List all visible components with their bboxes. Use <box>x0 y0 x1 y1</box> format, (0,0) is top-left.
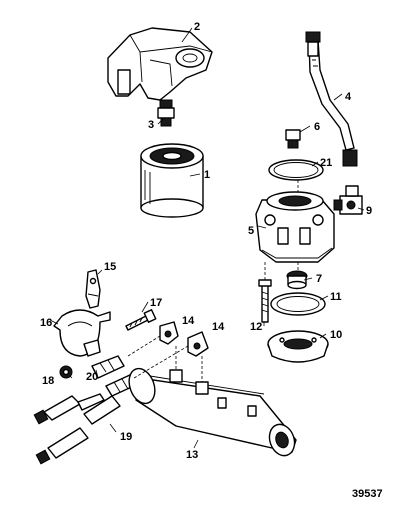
callout-12: 12 <box>250 321 262 333</box>
part-18-nut <box>59 365 73 379</box>
callout-17: 17 <box>150 297 162 309</box>
callout-2: 2 <box>194 21 200 33</box>
callout-1: 1 <box>204 169 210 181</box>
part-21-o-ring <box>268 159 324 181</box>
part-10-mounting-plate <box>267 330 329 363</box>
leader-lines <box>49 27 365 449</box>
callout-18: 18 <box>42 375 54 387</box>
part-9-elbow-fitting <box>333 185 363 215</box>
part-17-screw <box>125 309 157 331</box>
part-7-fitting <box>286 270 308 290</box>
callout-14-left: 14 <box>182 315 195 327</box>
part-11-gasket <box>270 292 326 316</box>
callout-20: 20 <box>86 371 98 383</box>
part-5-filter-adapter <box>255 191 335 263</box>
callout-10: 10 <box>330 329 342 341</box>
callout-15: 15 <box>104 261 116 273</box>
callout-9: 9 <box>366 205 372 217</box>
callout-5: 5 <box>248 225 254 237</box>
part-15-clamp-top <box>85 269 101 309</box>
figure-number: 39537 <box>352 488 383 500</box>
callout-7: 7 <box>316 273 322 285</box>
callout-13: 13 <box>186 449 198 461</box>
callout-21: 21 <box>320 157 332 169</box>
part-13-oil-cooler <box>128 367 297 457</box>
callout-14-right: 14 <box>212 321 225 333</box>
part-3-fitting <box>157 99 175 127</box>
callout-19: 19 <box>120 431 132 443</box>
callout-11: 11 <box>330 291 342 303</box>
callout-labels: 2 3 1 4 6 21 5 9 7 11 12 10 13 15 16 17 … <box>40 21 372 461</box>
part-1-oil-filter <box>140 143 204 218</box>
callout-6: 6 <box>314 121 320 133</box>
part-2-filter-bracket <box>107 27 213 101</box>
part-4-oil-hose <box>305 31 358 167</box>
part-12-bolt <box>258 279 272 323</box>
part-19-hoses <box>33 393 121 465</box>
part-16-clamp <box>53 309 111 357</box>
callout-16: 16 <box>40 317 52 329</box>
part-14-fitting-left <box>159 321 179 345</box>
part-6-plug <box>285 129 301 149</box>
part-14-fitting-right <box>187 331 209 357</box>
callout-3: 3 <box>148 119 154 131</box>
callout-4: 4 <box>345 91 352 103</box>
